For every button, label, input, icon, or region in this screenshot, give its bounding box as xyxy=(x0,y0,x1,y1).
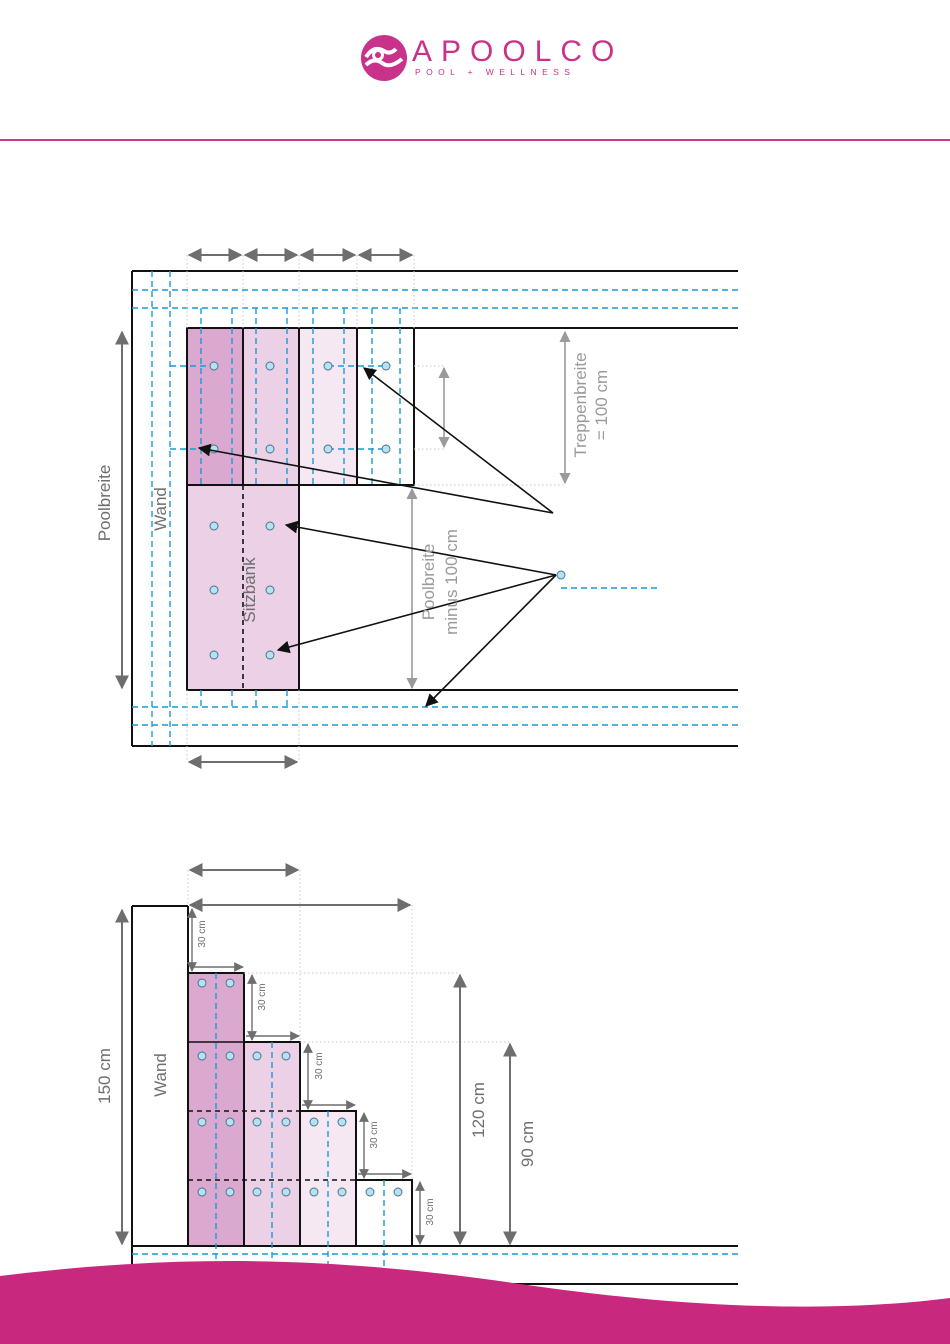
nozzle xyxy=(338,1118,346,1126)
label-rest-width-line2: minus 100 cm xyxy=(442,529,461,635)
nozzle xyxy=(210,362,218,370)
nozzle xyxy=(226,1118,234,1126)
footer-wave xyxy=(0,1240,950,1344)
nozzle xyxy=(382,445,390,453)
label-step-30cm: 30 cm xyxy=(425,1198,436,1225)
nozzle xyxy=(266,445,274,453)
label-step-30cm: 30 cm xyxy=(257,983,268,1010)
nozzle xyxy=(266,362,274,370)
nozzle xyxy=(366,1188,374,1196)
nozzle xyxy=(266,651,274,659)
plan-step-4 xyxy=(357,328,414,485)
nozzle xyxy=(394,1188,402,1196)
label-stair-width-line1: Treppenbreite xyxy=(571,352,590,457)
label-bench: Sitzbank xyxy=(240,557,259,623)
section-view: 150 cm Wand 120 cm 90 cm 30 cm 30 cm 30 … xyxy=(95,870,738,1284)
plan-view: Poolbreite Wand Sitzbank Treppenbreite =… xyxy=(95,255,738,762)
label-step-30cm: 30 cm xyxy=(314,1052,325,1079)
nozzle xyxy=(253,1052,261,1060)
nozzle xyxy=(198,1118,206,1126)
plan-light-dimension-arrows xyxy=(412,332,565,688)
nozzle xyxy=(253,1118,261,1126)
label-150cm: 150 cm xyxy=(95,1048,114,1104)
nozzle-source xyxy=(557,571,565,579)
nozzle xyxy=(266,586,274,594)
label-rest-width-line1: Poolbreite xyxy=(419,544,438,621)
nozzle xyxy=(210,586,218,594)
nozzle xyxy=(226,1052,234,1060)
nozzle xyxy=(282,1118,290,1126)
nozzle xyxy=(198,1188,206,1196)
nozzle xyxy=(338,1188,346,1196)
nozzle xyxy=(282,1188,290,1196)
nozzle xyxy=(226,1188,234,1196)
nozzle xyxy=(324,445,332,453)
label-pool-width: Poolbreite xyxy=(95,465,114,542)
label-120cm: 120 cm xyxy=(469,1082,488,1138)
nozzle xyxy=(310,1118,318,1126)
plan-step-3 xyxy=(299,328,357,485)
label-step-30cm: 30 cm xyxy=(197,920,208,947)
label-stair-width-line2: = 100 cm xyxy=(592,370,611,440)
plan-step-1 xyxy=(187,328,243,485)
nozzle xyxy=(266,522,274,530)
label-90cm: 90 cm xyxy=(518,1121,537,1167)
nozzle xyxy=(382,362,390,370)
label-wall-plan: Wand xyxy=(151,487,170,531)
nozzle xyxy=(198,1052,206,1060)
nozzle xyxy=(324,362,332,370)
label-step-30cm: 30 cm xyxy=(369,1121,380,1148)
nozzle xyxy=(210,651,218,659)
nozzle xyxy=(253,1188,261,1196)
nozzle xyxy=(210,522,218,530)
nozzle xyxy=(310,1188,318,1196)
nozzle xyxy=(198,979,206,987)
nozzle xyxy=(226,979,234,987)
label-wall-section: Wand xyxy=(151,1053,170,1097)
nozzle xyxy=(282,1052,290,1060)
